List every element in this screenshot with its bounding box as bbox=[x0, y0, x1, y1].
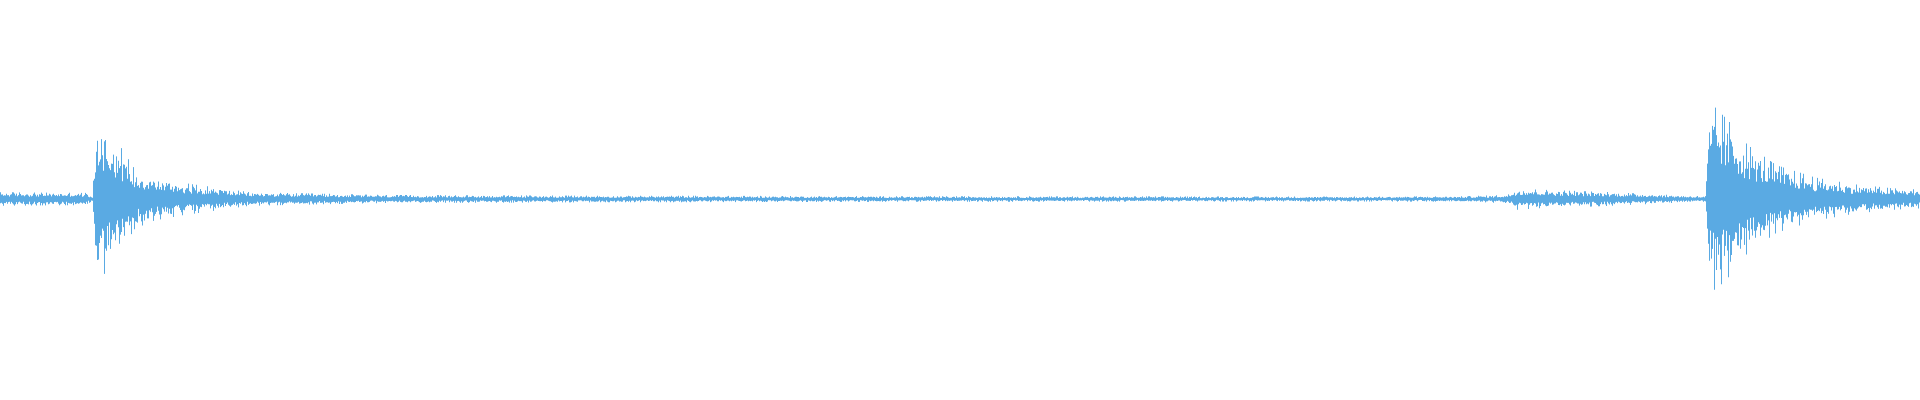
waveform-bars bbox=[0, 107, 1920, 290]
waveform-signal bbox=[0, 107, 1920, 290]
